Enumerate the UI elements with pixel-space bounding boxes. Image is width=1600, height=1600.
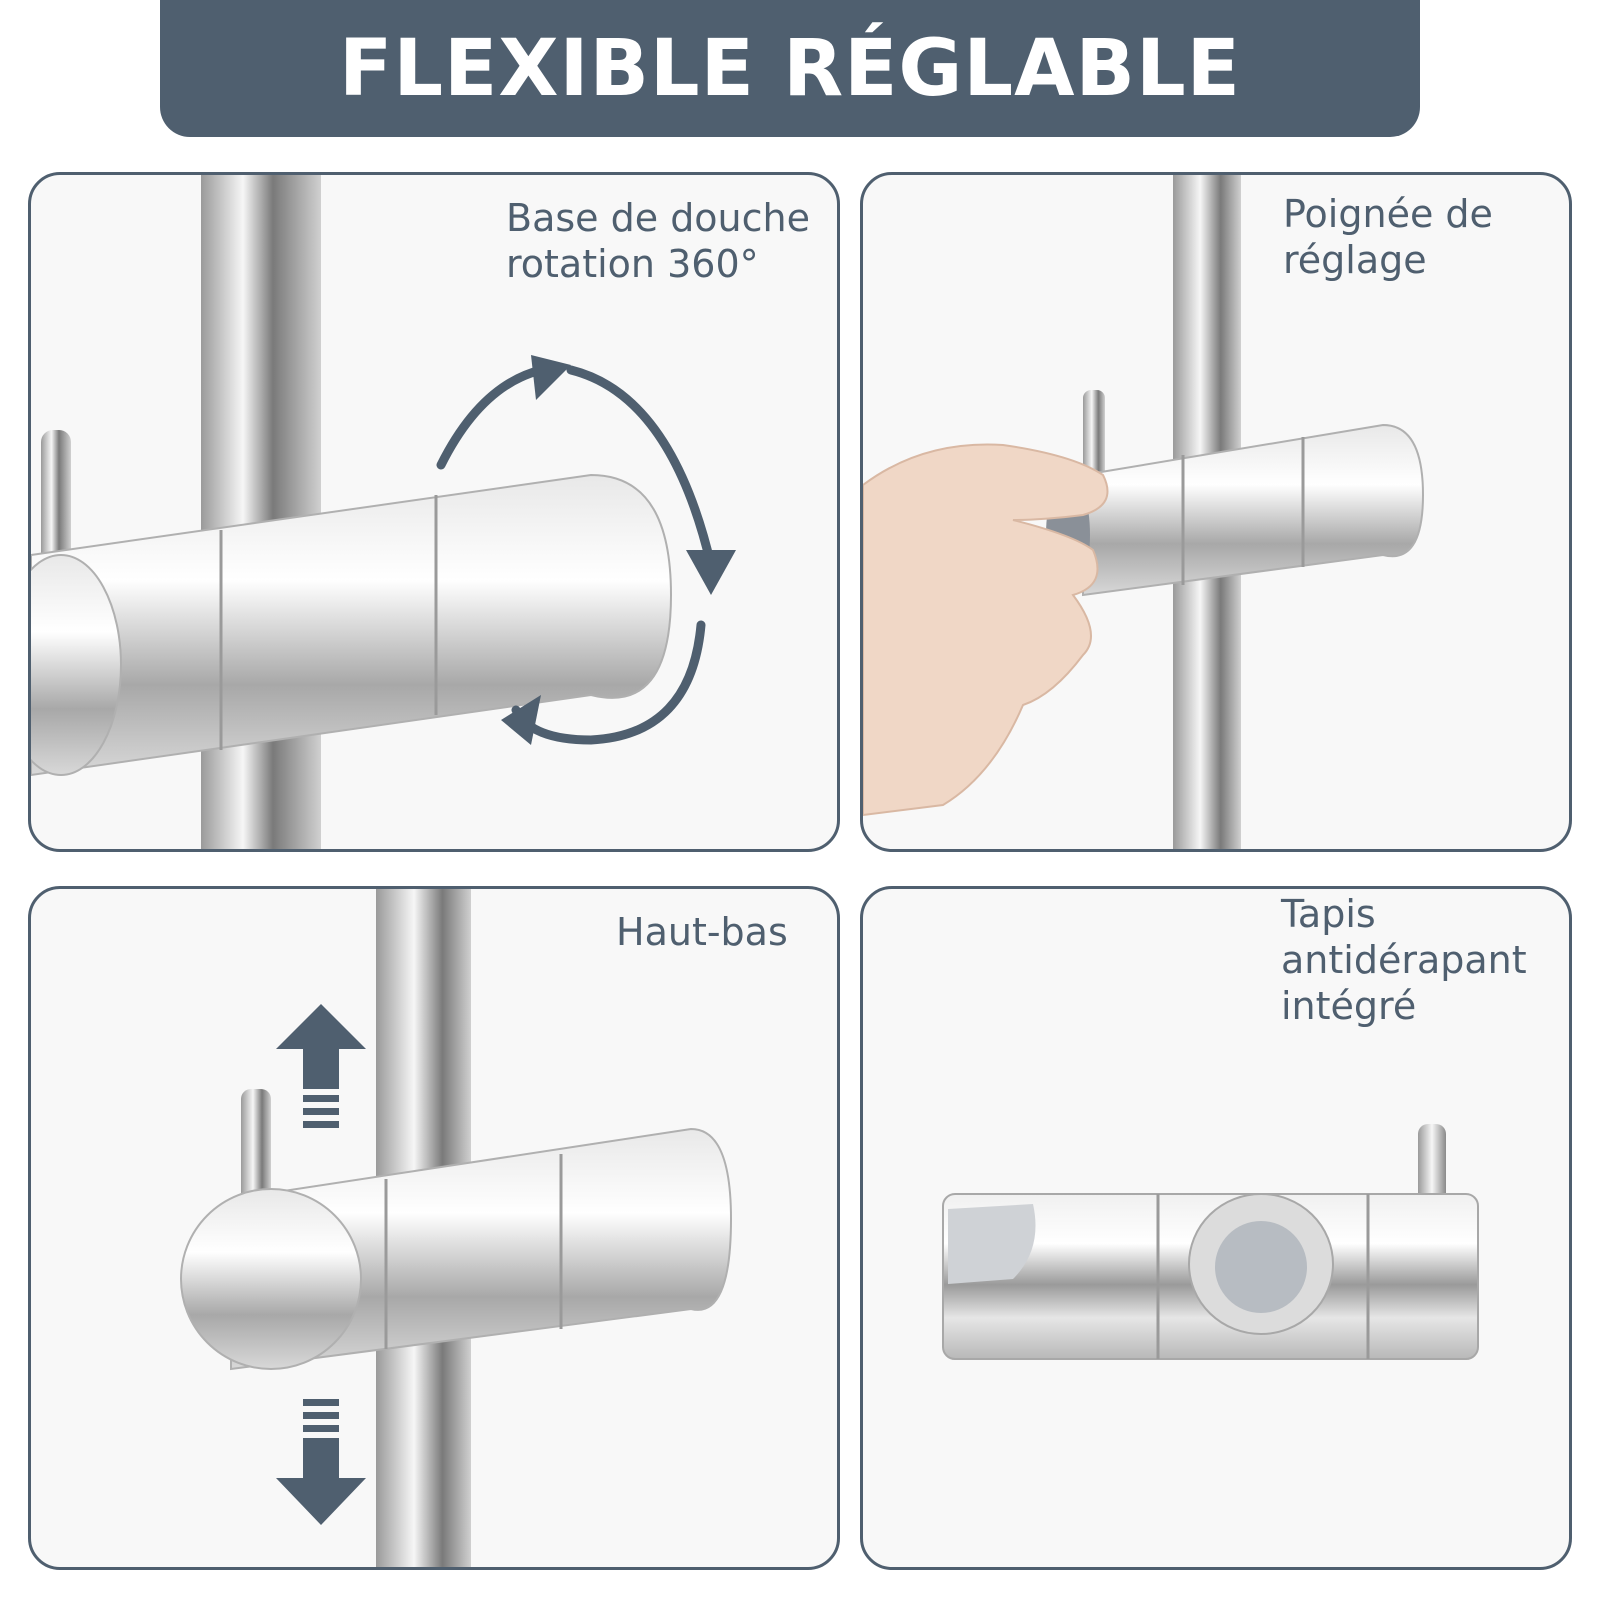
panel-rotation: Base de douche rotation 360° [28, 172, 840, 852]
slider-illustration [942, 1124, 1479, 1360]
caption-up-down: Haut-bas [616, 910, 788, 954]
banner-title: FLEXIBLE RÉGLABLE [339, 23, 1241, 114]
up-arrow-icon [276, 1004, 366, 1128]
down-arrow-icon [276, 1399, 366, 1525]
anti-slip-mat [1215, 1221, 1307, 1313]
hand-icon [863, 443, 1109, 817]
title-banner: FLEXIBLE RÉGLABLE [160, 0, 1420, 137]
up-down-illustration [180, 889, 733, 1567]
caption-anti-slip: Tapis antidérapant intégré [1281, 892, 1527, 1028]
panel-handle: Poignée de réglage [860, 172, 1572, 852]
panel-anti-slip: Tapis antidérapant intégré [860, 886, 1572, 1570]
caption-rotation: Base de douche rotation 360° [506, 196, 810, 286]
rotation-illustration [31, 175, 736, 849]
handle-illustration [863, 175, 1425, 849]
panel-up-down: Haut-bas [28, 886, 840, 1570]
caption-handle: Poignée de réglage [1283, 192, 1493, 282]
